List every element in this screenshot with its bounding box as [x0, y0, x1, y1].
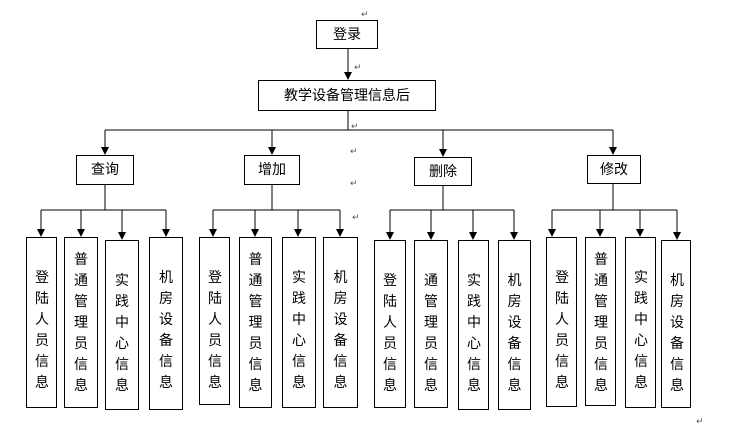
- delete-lab-equipment-info-node: 机房设备信息: [498, 240, 531, 410]
- arrowhead: [548, 229, 556, 237]
- delete-label: 删除: [429, 163, 457, 180]
- add-node: 增加: [244, 155, 300, 185]
- arrowhead: [294, 229, 302, 237]
- arrowhead: [251, 229, 259, 237]
- arrowhead: [77, 229, 85, 237]
- arrowhead: [209, 229, 217, 237]
- modify-admin-info-label: 普通管理员信息: [594, 252, 608, 394]
- arrowhead: [336, 229, 344, 237]
- modify-lab-equipment-info-label: 机房设备信息: [670, 273, 684, 394]
- add-admin-info-label: 普通管理员信息: [248, 252, 263, 394]
- query-admin-info-node: 普通管理员信息: [64, 237, 98, 408]
- query-label: 查询: [91, 162, 119, 178]
- arrowhead: [162, 229, 170, 237]
- delete-login-person-info-node: 登陆人员信息: [374, 240, 406, 408]
- arrowhead: [609, 147, 617, 155]
- modify-lab-equipment-info-node: 机房设备信息: [661, 240, 691, 408]
- modify-login-person-info-node: 登陆人员信息: [546, 237, 577, 407]
- arrowhead: [37, 229, 45, 237]
- system-node: 教学设备管理信息后: [258, 80, 436, 111]
- delete-practice-center-info-label: 实践中心信息: [467, 273, 481, 394]
- add-practice-center-info-label: 实践中心信息: [292, 270, 306, 391]
- paragraph-mark: ↵: [350, 147, 358, 157]
- arrowhead: [596, 229, 604, 237]
- delete-node: 删除: [414, 157, 472, 186]
- paragraph-mark: ↵: [361, 10, 369, 20]
- delete-admin-info-node: 通管理员信息: [414, 240, 448, 408]
- add-lab-equipment-info-node: 机房设备信息: [323, 237, 358, 408]
- query-admin-info-label: 普通管理员信息: [74, 252, 88, 394]
- query-node: 查询: [76, 155, 134, 185]
- modify-node: 修改: [587, 155, 641, 184]
- arrowhead: [118, 232, 126, 240]
- add-login-person-info-label: 登陆人员信息: [208, 270, 222, 391]
- add-lab-equipment-info-label: 机房设备信息: [333, 270, 348, 391]
- arrowhead: [469, 232, 477, 240]
- paragraph-mark: ↵: [696, 417, 704, 427]
- query-login-person-info-label: 登陆人员信息: [35, 270, 49, 391]
- add-practice-center-info-node: 实践中心信息: [282, 237, 316, 408]
- delete-lab-equipment-info-label: 机房设备信息: [507, 273, 522, 394]
- arrowhead: [386, 232, 394, 240]
- delete-admin-info-label: 通管理员信息: [424, 273, 438, 394]
- system-label: 教学设备管理信息后: [284, 87, 410, 104]
- paragraph-mark: ↵: [352, 213, 360, 223]
- login-node: 登录: [316, 20, 378, 49]
- delete-practice-center-info-node: 实践中心信息: [458, 240, 489, 410]
- modify-label: 修改: [600, 161, 628, 178]
- arrowhead: [427, 232, 435, 240]
- query-login-person-info-node: 登陆人员信息: [26, 237, 57, 408]
- arrowhead: [673, 232, 681, 240]
- login-label: 登录: [333, 26, 361, 43]
- modify-practice-center-info-node: 实践中心信息: [625, 237, 656, 408]
- add-label: 增加: [258, 162, 286, 178]
- delete-login-person-info-label: 登陆人员信息: [383, 273, 397, 394]
- paragraph-mark: ↵: [351, 122, 359, 132]
- modify-practice-center-info-label: 实践中心信息: [634, 270, 648, 391]
- arrowhead: [510, 232, 518, 240]
- arrowhead: [101, 147, 109, 155]
- add-login-person-info-node: 登陆人员信息: [199, 237, 230, 405]
- arrowhead: [439, 149, 447, 157]
- query-practice-center-info-label: 实践中心信息: [115, 273, 129, 394]
- query-lab-equipment-info-node: 机房设备信息: [149, 237, 183, 410]
- paragraph-mark: ↵: [354, 63, 362, 73]
- arrowhead: [344, 72, 352, 80]
- modify-admin-info-node: 普通管理员信息: [585, 237, 616, 406]
- modify-login-person-info-label: 登陆人员信息: [555, 270, 569, 391]
- query-practice-center-info-node: 实践中心信息: [105, 240, 139, 410]
- arrowhead: [636, 229, 644, 237]
- query-lab-equipment-info-label: 机房设备信息: [159, 270, 173, 391]
- add-admin-info-node: 普通管理员信息: [239, 237, 272, 408]
- arrowhead: [268, 147, 276, 155]
- paragraph-mark: ↵: [350, 179, 358, 189]
